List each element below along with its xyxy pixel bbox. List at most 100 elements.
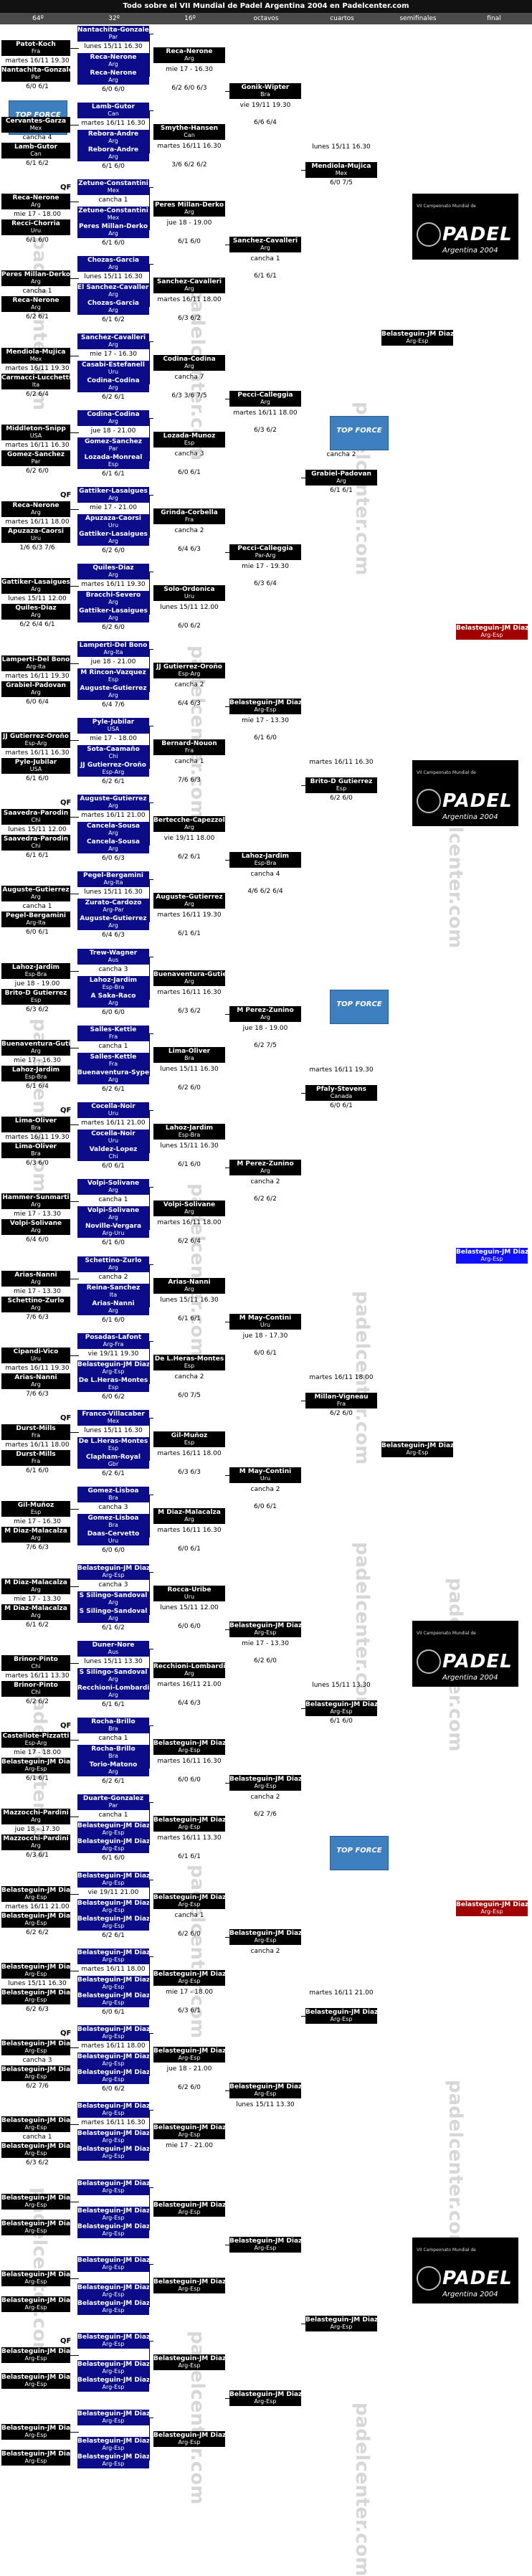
- team-box[interactable]: Buenaventura-SypermannArg: [77, 1069, 149, 1084]
